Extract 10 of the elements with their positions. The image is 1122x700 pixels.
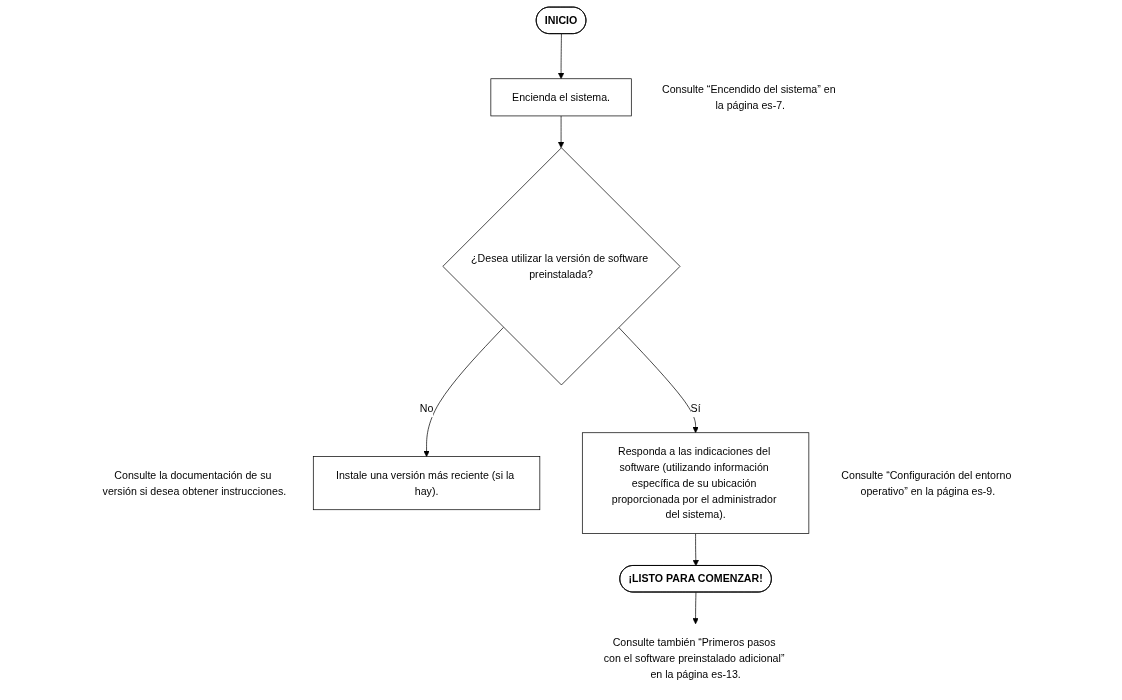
edge-label: Sí <box>690 402 701 415</box>
node-diamond: ¿Desea utilizar la versión de software preinstalada? <box>442 147 681 386</box>
node-label: Consulte “Configuración del entorno operativo” en la página es-9. <box>841 468 1012 497</box>
edge-label: No <box>419 402 434 415</box>
node-box: Encienda el sistema. <box>490 78 632 117</box>
node-text: Consulte también “Primeros pasos con el software preinstalado adicional” en la página es-13. <box>603 635 785 680</box>
node-box: Instale una versión más reciente (si la hay). <box>312 456 541 511</box>
node-label: Consulte la documentación de su versión si desea obtener instrucciones. <box>102 468 287 497</box>
node-box: Responda a las indicaciones del software (utilizando información específica de su ubicación proporcionada por el administrador del sistema). <box>581 432 810 534</box>
node-label: Consulte “Encendido del sistema” en la página es-7. <box>661 82 836 111</box>
